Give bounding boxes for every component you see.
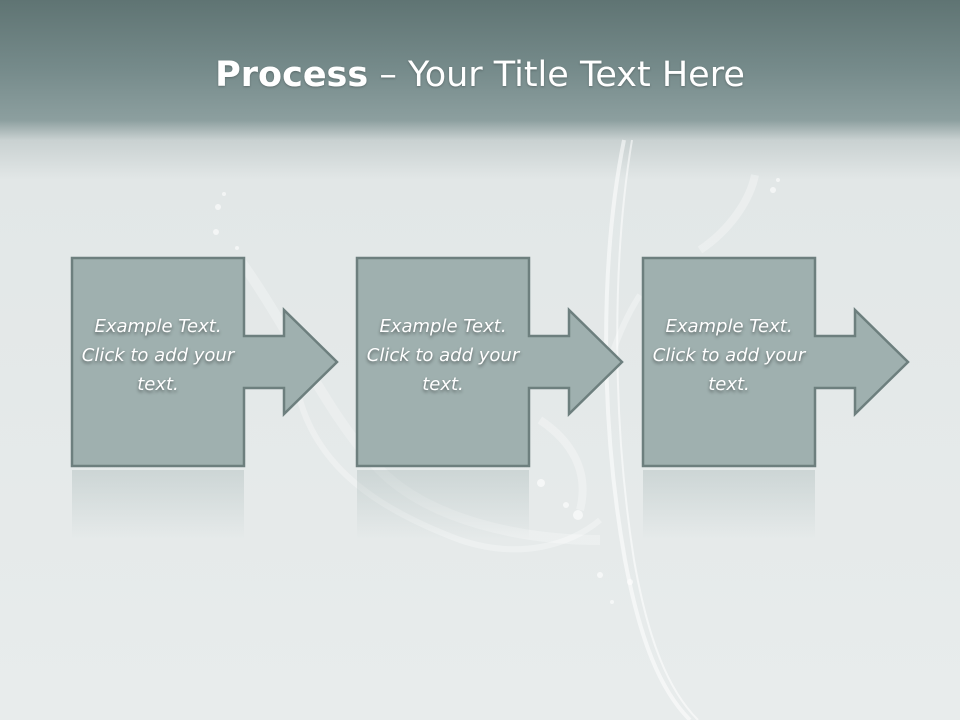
- process-step-3[interactable]: Example Text. Click to add your text.: [641, 256, 913, 470]
- step-text: Example Text. Click to add your text.: [81, 316, 235, 395]
- title-bold-part: Process: [215, 55, 369, 95]
- slide-title[interactable]: Process – Your Title Text Here: [0, 52, 960, 98]
- header-band: Process – Your Title Text Here: [0, 0, 960, 150]
- arrow-box-shape: [641, 256, 910, 468]
- arrow-box-shape: [355, 256, 624, 468]
- arrow-box-shape: [70, 256, 339, 468]
- step-text: Example Text. Click to add your text.: [652, 316, 806, 395]
- process-step-1[interactable]: Example Text. Click to add your text.: [70, 256, 342, 470]
- title-rest-part: – Your Title Text Here: [368, 55, 745, 95]
- step-text: Example Text. Click to add your text.: [366, 316, 520, 395]
- process-step-2[interactable]: Example Text. Click to add your text.: [355, 256, 627, 470]
